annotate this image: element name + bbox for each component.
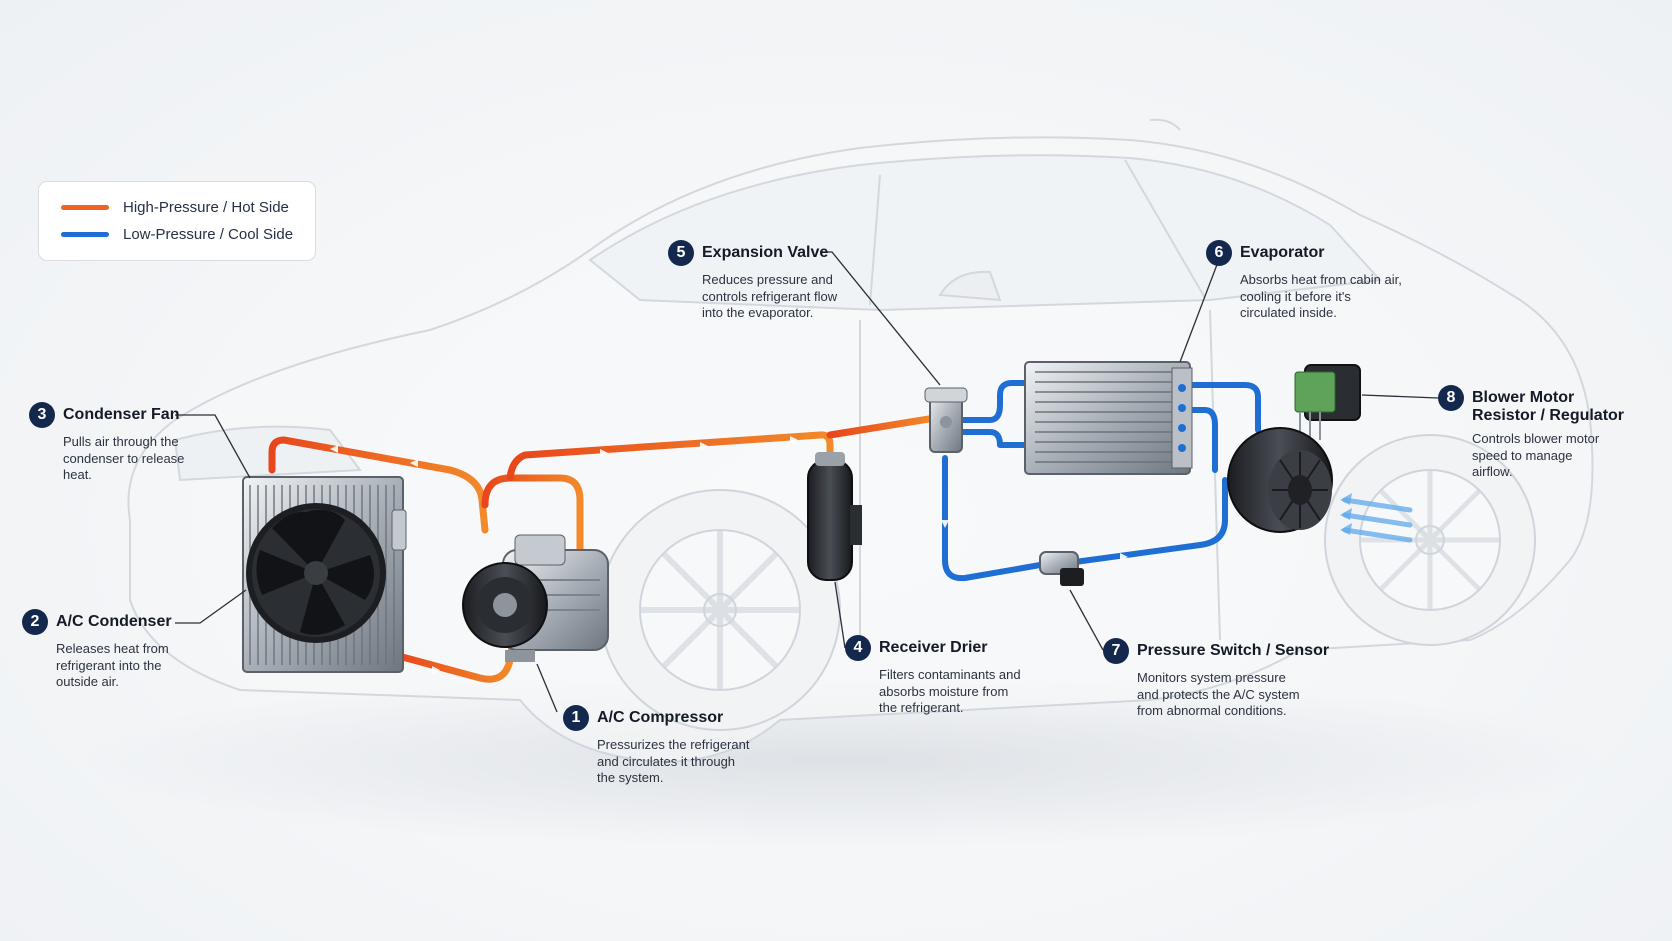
callout-description: Monitors system pressure and protects th… — [1137, 670, 1300, 718]
callout-number: 6 — [1206, 240, 1232, 266]
callout-blower-resistor: 8 Blower Motor Resistor / Regulator Contr… — [1438, 385, 1624, 481]
callout-title: A/C Compressor — [597, 709, 724, 726]
callout-title: A/C Condenser — [56, 613, 172, 630]
callout-description: Pulls air through the condenser to relea… — [63, 434, 185, 482]
legend-item-hot: High-Pressure / Hot Side — [61, 199, 289, 216]
front-wheel — [599, 489, 841, 731]
cool-side-swatch — [61, 232, 109, 237]
compressor-assembly — [462, 534, 609, 662]
receiver-drier-assembly — [807, 452, 862, 581]
callout-condenser: 2 A/C Condenser Releases heat from refrig… — [22, 609, 172, 691]
ground-shadow — [80, 670, 1600, 850]
blower-assembly — [1227, 364, 1361, 533]
callout-number: 2 — [22, 609, 48, 635]
callout-number: 3 — [29, 402, 55, 428]
callout-number: 5 — [668, 240, 694, 266]
callout-pressure-switch: 7 Pressure Switch / Sensor Monitors syste… — [1103, 638, 1329, 720]
airflow-arrows — [1342, 497, 1413, 543]
callout-compressor: 1 A/C Compressor Pressurizes the refriger… — [563, 705, 749, 787]
callout-title: Receiver Drier — [879, 639, 988, 656]
callout-number: 4 — [845, 635, 871, 661]
callout-title: Pressure Switch / Sensor — [1137, 642, 1330, 659]
callout-description: Releases heat from refrigerant into the … — [56, 641, 169, 689]
callout-description: Absorbs heat from cabin air, cooling it … — [1240, 272, 1402, 320]
rear-wheel — [1324, 434, 1536, 646]
condenser-assembly — [242, 476, 407, 673]
callout-description: Controls blower motor speed to manage ai… — [1472, 431, 1600, 479]
callout-title: Expansion Valve — [702, 244, 829, 261]
callout-receiver-drier: 4 Receiver Drier Filters contaminants and… — [845, 635, 1021, 717]
callout-number: 7 — [1103, 638, 1129, 664]
legend-item-cool: Low-Pressure / Cool Side — [61, 226, 293, 243]
flow-arrows — [330, 436, 1128, 674]
callout-number: 8 — [1438, 385, 1464, 411]
callout-description: Reduces pressure and controls refrigeran… — [702, 272, 838, 320]
legend-label-hot: High-Pressure / Hot Side — [123, 199, 289, 216]
callout-expansion-valve: 5 Expansion Valve Reduces pressure and co… — [668, 240, 837, 322]
callout-title: Condenser Fan — [63, 406, 180, 423]
callout-description: Pressurizes the refrigerant and circulat… — [597, 737, 750, 785]
callout-condenser-fan: 3 Condenser Fan Pulls air through the con… — [29, 402, 184, 484]
leader-lines — [175, 251, 1439, 713]
cool-side-lines — [942, 380, 1261, 582]
callout-title: Evaporator — [1240, 244, 1325, 261]
hot-side-swatch — [61, 205, 109, 210]
callout-description: Filters contaminants and absorbs moistur… — [879, 667, 1021, 715]
callout-title: Blower Motor Resistor / Regulator — [1472, 389, 1625, 424]
callout-evaporator: 6 Evaporator Absorbs heat from cabin air,… — [1206, 240, 1402, 322]
evaporator-assembly — [1024, 361, 1193, 475]
callout-number: 1 — [563, 705, 589, 731]
legend-label-cool: Low-Pressure / Cool Side — [123, 226, 294, 243]
pressure-switch-assembly — [1039, 551, 1084, 586]
legend: High-Pressure / Hot Side Low-Pressure / … — [38, 181, 316, 261]
expansion-valve-assembly — [924, 387, 968, 453]
